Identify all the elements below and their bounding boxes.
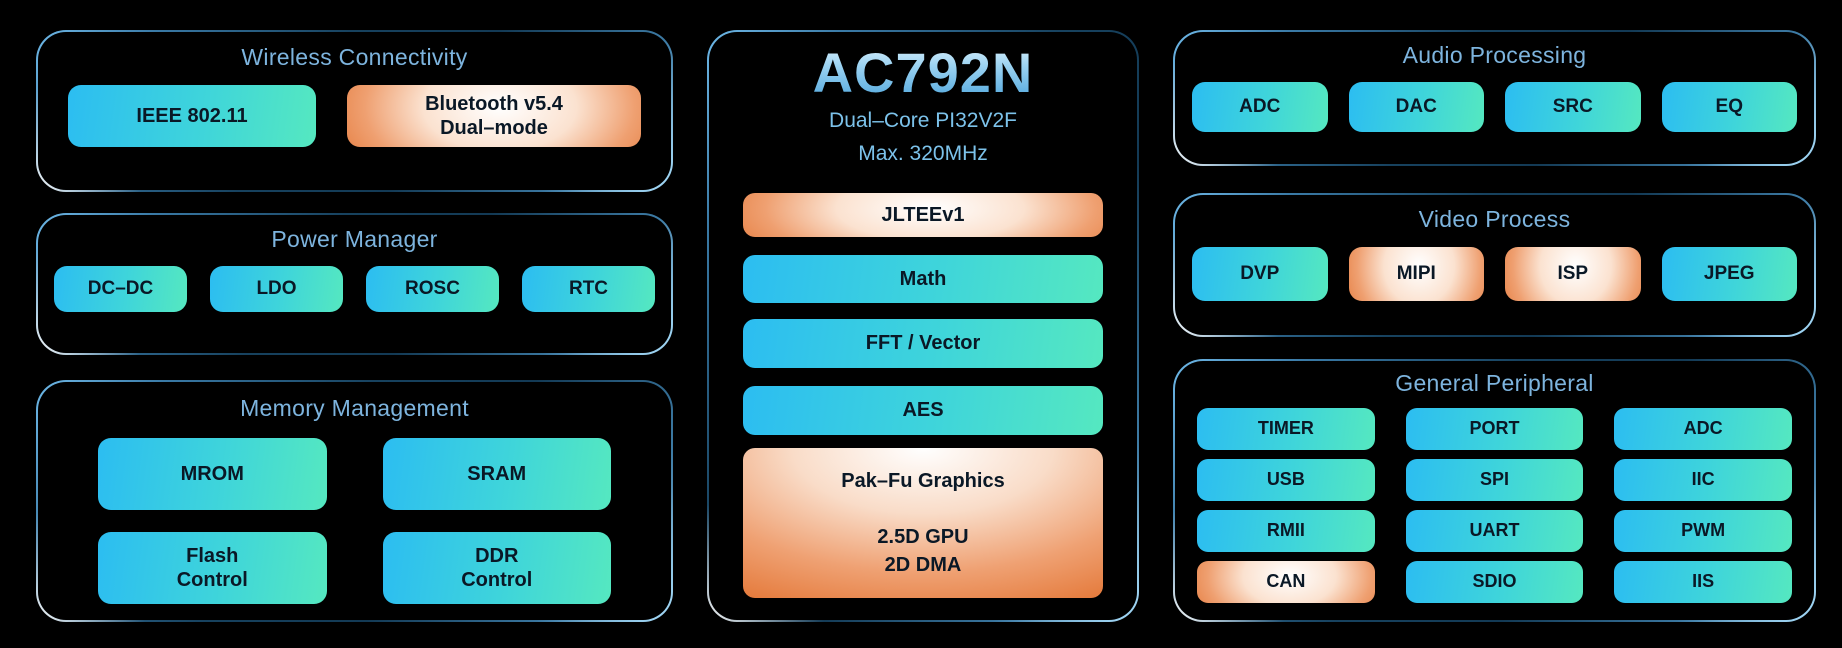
video-process-group: Video Process DVP MIPI ISP JPEG <box>1173 193 1816 337</box>
block-uart: UART <box>1405 510 1584 552</box>
general-peripheral-group: General Peripheral TIMER PORT ADC USB SP… <box>1173 359 1816 622</box>
block-usb: USB <box>1197 459 1375 501</box>
block-isp: ISP <box>1505 247 1641 301</box>
block-dc-dc: DC–DC <box>54 266 187 312</box>
block-ieee-802-11: IEEE 802.11 <box>68 85 316 147</box>
block-iic: IIC <box>1614 459 1792 501</box>
block-jpeg: JPEG <box>1661 247 1797 301</box>
video-process-title: Video Process <box>1418 206 1571 232</box>
center-column: AC792N Dual–Core PI32V2F Max. 320MHz JLT… <box>707 30 1139 622</box>
chip-core-subtitle: Dual–Core PI32V2F <box>829 109 1017 132</box>
block-pwm: PWM <box>1614 510 1792 552</box>
block-jlteev1: JLTEEv1 <box>743 193 1103 237</box>
block-ddr-control: DDR Control <box>382 532 611 604</box>
block-rtc: RTC <box>522 266 655 312</box>
block-audio-adc: ADC <box>1192 82 1328 132</box>
block-port: PORT <box>1405 408 1584 450</box>
block-rmii: RMII <box>1197 510 1375 552</box>
block-bluetooth-v5-4: Bluetooth v5.4 Dual–mode <box>347 85 641 147</box>
block-dvp: DVP <box>1192 247 1328 301</box>
block-sram: SRAM <box>382 438 611 510</box>
block-math: Math <box>743 255 1103 303</box>
block-pak-fu-graphics: Pak–Fu Graphics 2.5D GPU 2D DMA <box>743 448 1103 598</box>
audio-processing-title: Audio Processing <box>1402 42 1587 68</box>
chip-group: AC792N Dual–Core PI32V2F Max. 320MHz JLT… <box>707 30 1139 622</box>
block-dac: DAC <box>1348 82 1484 132</box>
block-peripheral-adc: ADC <box>1614 408 1792 450</box>
left-column: Wireless Connectivity IEEE 802.11 Blueto… <box>36 30 673 622</box>
power-manager-group: Power Manager DC–DC LDO ROSC RTC <box>36 213 673 355</box>
chip-clock-subtitle: Max. 320MHz <box>858 142 988 165</box>
block-rosc: ROSC <box>366 266 499 312</box>
block-src: SRC <box>1505 82 1641 132</box>
block-mipi: MIPI <box>1348 247 1484 301</box>
block-aes: AES <box>743 386 1103 435</box>
memory-management-group: Memory Management MROM SRAM Flash Contro… <box>36 380 673 622</box>
block-flash-control: Flash Control <box>98 532 327 604</box>
right-column: Audio Processing ADC DAC SRC EQ Video Pr… <box>1173 30 1816 622</box>
block-can: CAN <box>1197 561 1375 603</box>
wireless-connectivity-title: Wireless Connectivity <box>241 44 468 70</box>
block-iis: IIS <box>1614 561 1792 603</box>
power-manager-title: Power Manager <box>271 226 438 252</box>
block-mrom: MROM <box>98 438 327 510</box>
general-peripheral-title: General Peripheral <box>1395 370 1594 396</box>
block-ldo: LDO <box>210 266 343 312</box>
block-spi: SPI <box>1405 459 1584 501</box>
audio-processing-group: Audio Processing ADC DAC SRC EQ <box>1173 30 1816 166</box>
wireless-connectivity-group: Wireless Connectivity IEEE 802.11 Blueto… <box>36 30 673 192</box>
block-sdio: SDIO <box>1405 561 1584 603</box>
block-eq: EQ <box>1661 82 1797 132</box>
block-fft-vector: FFT / Vector <box>743 319 1103 368</box>
block-timer: TIMER <box>1197 408 1375 450</box>
chip-name: AC792N <box>709 40 1137 105</box>
memory-management-title: Memory Management <box>240 395 469 421</box>
